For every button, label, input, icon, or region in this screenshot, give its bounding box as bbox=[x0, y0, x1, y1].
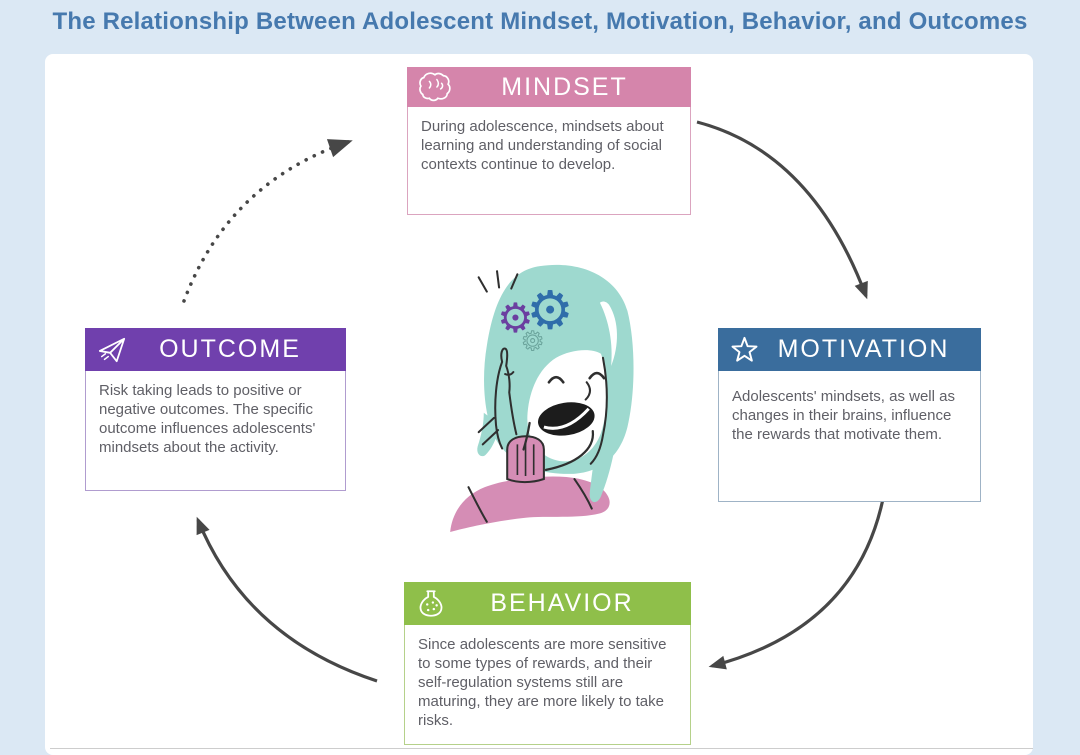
pointing-hand bbox=[494, 347, 518, 450]
page-title: The Relationship Between Adolescent Mind… bbox=[52, 8, 1028, 35]
motivation-description: Adolescents' mindsets, as well as change… bbox=[718, 371, 981, 502]
brain-icon bbox=[418, 72, 452, 102]
panel-bottom-edge bbox=[50, 748, 1033, 749]
hair-strand-outline bbox=[589, 356, 608, 465]
motivation-label: MOTIVATION bbox=[777, 335, 950, 363]
node-motivation: MOTIVATION Adolescents' mindsets, as wel… bbox=[718, 328, 981, 502]
small-gear-icon: ⚙ bbox=[521, 326, 545, 357]
hair-highlight bbox=[599, 301, 618, 366]
mindset-description: During adolescence, mindsets about learn… bbox=[407, 107, 691, 215]
mindset-label: MINDSET bbox=[501, 72, 628, 101]
behavior-header: BEHAVIOR bbox=[404, 582, 691, 625]
jaw-lines bbox=[522, 421, 594, 471]
happy-eyes bbox=[547, 371, 606, 384]
outcome-label: OUTCOME bbox=[159, 335, 301, 363]
outcome-description: Risk taking leads to positive or negativ… bbox=[85, 371, 346, 491]
purple-gear-icon: ⚙ bbox=[497, 294, 534, 342]
hair-tip-lines bbox=[477, 416, 500, 446]
star-icon bbox=[729, 334, 760, 365]
hair-right-strand bbox=[589, 410, 620, 503]
node-behavior: BEHAVIOR Since adolescents are more sens… bbox=[404, 582, 691, 745]
outcome-header: OUTCOME bbox=[85, 328, 346, 371]
emphasis-lines bbox=[477, 270, 519, 293]
behavior-description: Since adolescents are more sensitive to … bbox=[404, 625, 691, 745]
nose bbox=[584, 381, 592, 401]
adolescent-girl-illustration: ⚙ ⚙ ⚙ bbox=[450, 264, 634, 532]
blue-gear-icon: ⚙ bbox=[526, 280, 574, 341]
arm-outline-lines bbox=[467, 478, 593, 523]
motivation-header: MOTIVATION bbox=[718, 328, 981, 371]
collar-rib-lines bbox=[516, 443, 535, 476]
node-outcome: OUTCOME Risk taking leads to positive or… bbox=[85, 328, 346, 491]
mouth-highlight bbox=[543, 407, 590, 430]
flask-icon bbox=[415, 588, 447, 619]
paper-plane-icon bbox=[96, 335, 128, 365]
sweater-body bbox=[450, 476, 610, 532]
mindset-header: MINDSET bbox=[407, 67, 691, 107]
node-mindset: MINDSET During adolescence, mindsets abo… bbox=[407, 67, 691, 215]
behavior-label: BEHAVIOR bbox=[490, 589, 634, 617]
